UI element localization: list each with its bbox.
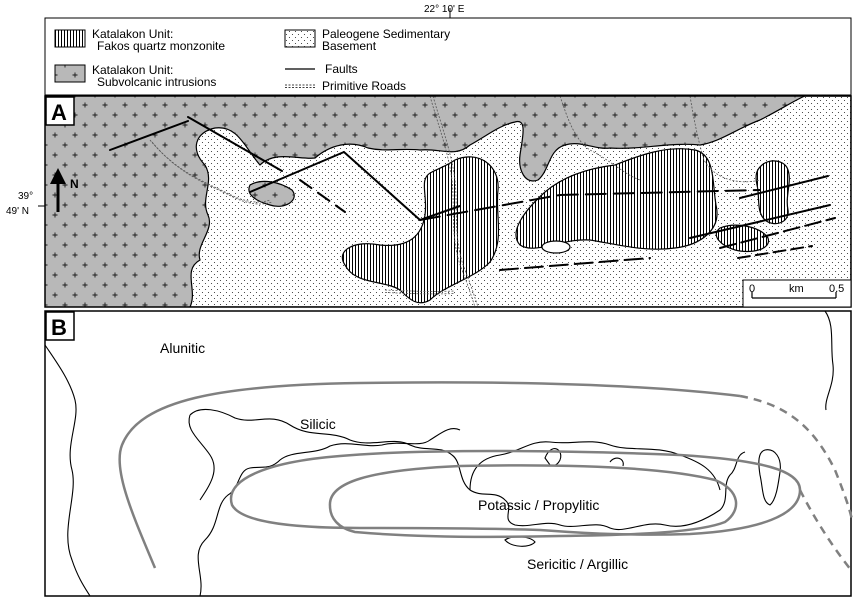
panel-a-frame	[44, 95, 852, 308]
zone-label-alunitic: Alunitic	[160, 340, 205, 356]
latitude-min-label: 49' N	[6, 206, 29, 217]
zone-label-sericitic: Sericitic / Argillic	[527, 556, 628, 572]
scale-max-label: 0.5	[829, 283, 844, 295]
legend-roads-label: Primitive Roads	[322, 79, 406, 93]
legend-frame	[44, 17, 852, 96]
scale-min-label: 0	[749, 283, 755, 295]
legend-faults-label: Faults	[325, 62, 358, 76]
north-arrow	[50, 168, 66, 212]
silicic-boundary	[118, 381, 741, 569]
north-label: N	[70, 177, 79, 191]
zone-label-potassic: Potassic / Propylitic	[478, 497, 599, 513]
legend-swatch-paleogene	[284, 29, 316, 48]
legend-fakos-name: Fakos quartz monzonite	[97, 39, 225, 53]
potassic-outer-inferred	[798, 489, 852, 571]
panel-b-label-box	[45, 311, 75, 341]
panel-b-alteration: B Alunitic Silicic Potassic / Propylitic…	[44, 310, 854, 597]
zone-label-silicic: Silicic	[300, 416, 336, 432]
panel-a-label: A	[51, 100, 67, 125]
latitude-deg-label: 39°	[18, 191, 33, 202]
alteration-zone-boundaries	[118, 381, 854, 571]
legend-swatch-subvolcanic	[54, 64, 86, 83]
panel-a-map: A N 39° 49' N 0 km 0.5	[6, 95, 852, 308]
panel-a-label-box	[45, 96, 75, 126]
legend-paleogene-line1: Paleogene Sedimentary	[322, 27, 450, 41]
legend-road-line	[285, 84, 315, 88]
legend: Katalakon Unit: Fakos quartz monzonite K…	[44, 17, 852, 96]
legend-paleogene-line2: Basement	[322, 39, 377, 53]
legend-subvolcanic-name: Subvolcanic intrusions	[97, 75, 216, 89]
fakos-monzonite-east	[755, 160, 790, 225]
panel-b-frame	[44, 310, 852, 597]
longitude-label: 22° 10' E	[424, 4, 465, 15]
primitive-roads	[149, 96, 761, 307]
small-fakos-lens	[541, 240, 571, 254]
potassic-outer-boundary	[229, 449, 802, 536]
faults	[109, 116, 836, 271]
scale-bar	[742, 279, 852, 308]
panel-b-label: B	[51, 315, 67, 340]
scale-unit-label: km	[789, 283, 804, 295]
legend-fakos-title: Katalakon Unit:	[92, 27, 173, 41]
legend-swatch-fakos	[54, 29, 86, 48]
fakos-monzonite-west	[341, 156, 500, 304]
silicic-boundary-inferred	[739, 394, 854, 521]
potassic-inner-boundary	[328, 464, 738, 539]
legend-subvolcanic-title: Katalakon Unit:	[92, 63, 173, 77]
longitude-marker: 22° 10' E	[424, 4, 465, 18]
